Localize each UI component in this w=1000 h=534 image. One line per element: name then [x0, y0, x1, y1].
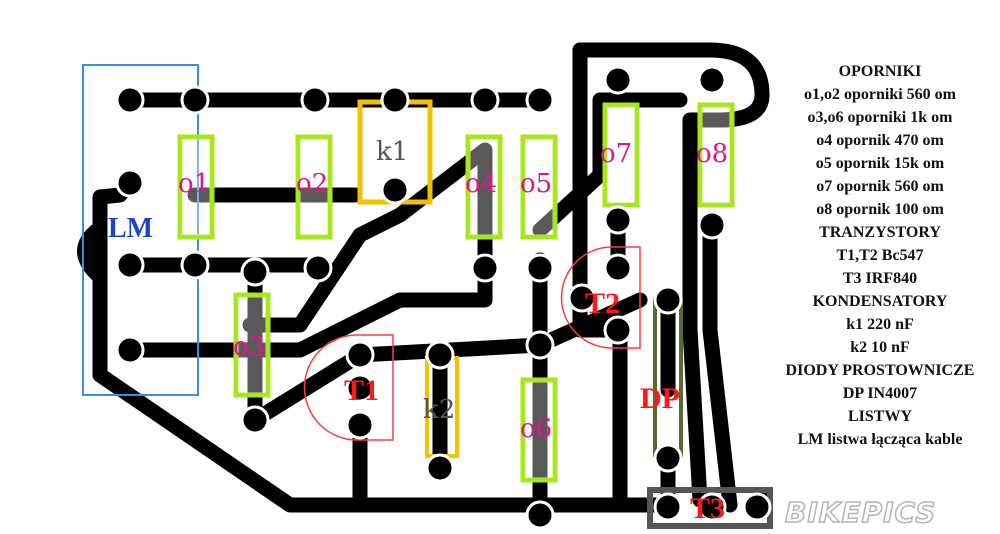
legend-line: o3,o6 oporniki 1k om	[807, 109, 953, 126]
transistor-t3-label: T3	[690, 492, 725, 525]
legend-line: DP IN4007	[842, 385, 918, 402]
legend-line: TRANZYSTORY	[819, 224, 941, 241]
resistor-o5-label: o5	[520, 169, 552, 199]
resistor-o1-body	[177, 134, 215, 240]
resistor-o8-body	[697, 102, 735, 208]
legend-line: o1,o2 oporniki 560 om	[803, 86, 956, 103]
parts-legend: OPORNIKI o1,o2 oporniki 560 om o3,o6 opo…	[760, 60, 1000, 451]
pads	[115, 65, 772, 530]
watermark: BIKEPICS	[785, 496, 936, 529]
resistor-o3-label: o3	[233, 332, 265, 362]
legend-line: KONDENSATORY	[812, 293, 948, 310]
resistor-o4-label: o4	[465, 169, 497, 199]
lm-connector-outline	[82, 64, 199, 396]
resistor-o8-label: o8	[696, 139, 728, 169]
t2-outline	[560, 246, 641, 349]
legend-line: o4 opornik 470 om	[816, 132, 944, 149]
diode-dp-label: DP	[640, 382, 680, 415]
connector-bump	[77, 222, 107, 282]
resistor-o2-body	[295, 134, 333, 240]
transistor-t2-label: T2	[585, 287, 620, 320]
legend-line: T1,T2 Bc547	[836, 247, 924, 264]
transistor-t1-label: T1	[344, 374, 379, 407]
resistor-o7-label: o7	[600, 139, 632, 169]
legend-line: T3 IRF840	[842, 270, 918, 287]
lm-label: LM	[108, 213, 153, 244]
t1-outline	[303, 334, 394, 441]
legend-line: k1 220 nF	[846, 316, 914, 333]
resistor-o3-body	[233, 292, 271, 398]
resistor-o4-body	[465, 134, 503, 240]
capacitor-k2-label: k2	[423, 395, 455, 425]
legend-line: k2 10 nF	[850, 339, 910, 356]
capacitor-k1-label: k1	[376, 137, 408, 167]
resistor-o7-body	[602, 102, 640, 208]
legend-line: o7 opornik 560 om	[816, 178, 944, 195]
resistor-o1-label: o1	[178, 169, 210, 199]
legend-line: o8 opornik 100 om	[816, 201, 944, 218]
legend-line: OPORNIKI	[838, 63, 922, 80]
legend-line: LISTWY	[847, 408, 913, 425]
resistors	[177, 102, 735, 483]
legend-line: DIODY PROSTOWNICZE	[785, 362, 975, 379]
legend-line: LM listwa łącząca kable	[797, 431, 963, 448]
resistor-o2-label: o2	[296, 169, 328, 199]
resistor-o6-body	[520, 377, 558, 483]
legend-line: o5 opornik 15k om	[815, 155, 945, 172]
resistor-o6-label: o6	[520, 414, 552, 444]
resistor-o5-body	[520, 134, 558, 240]
